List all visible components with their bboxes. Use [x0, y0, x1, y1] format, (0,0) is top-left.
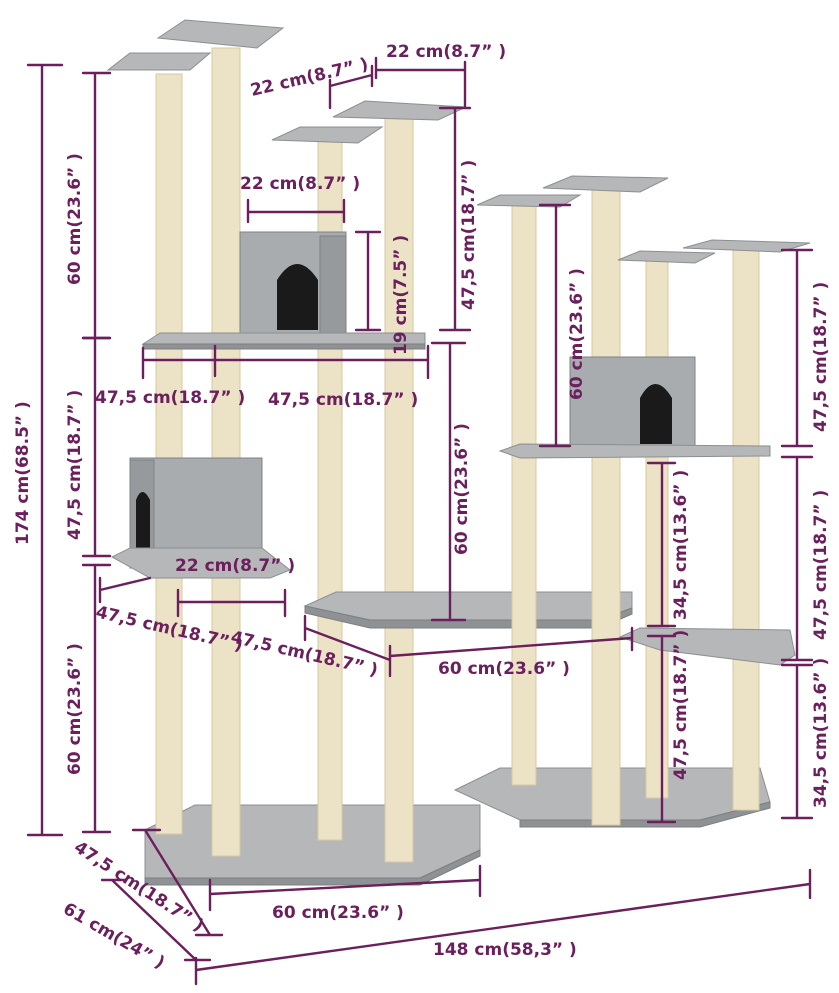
- left-post-d: [384, 115, 414, 863]
- right-post-b: [591, 184, 621, 826]
- label-top-right-post-height: 47,5 cm(18.7” ): [459, 160, 479, 310]
- upper-house-entrance: [277, 264, 318, 330]
- right-post-a: [511, 204, 537, 786]
- right-top-platform-2: [542, 175, 669, 193]
- right-house: [569, 356, 696, 450]
- label-lower-house-width: 22 cm(8.7” ): [175, 556, 295, 576]
- label-far-right-middle: 47,5 cm(18.7” ): [811, 490, 831, 640]
- left-post-a: [155, 73, 183, 835]
- right-post-d: [732, 244, 760, 811]
- label-overall-depth: 61 cm(24” ): [60, 899, 168, 973]
- right-step-shelf: [618, 627, 796, 666]
- upper-shelf-edge: [142, 343, 426, 350]
- label-house-width: 22 cm(8.7” ): [240, 174, 360, 194]
- right-house-entrance: [640, 384, 672, 444]
- right-top-platform-3: [617, 250, 716, 264]
- top-platform-2: [156, 19, 285, 49]
- label-left-lower-height: 60 cm(23.6” ): [65, 643, 85, 775]
- right-upper-shelf: [498, 443, 771, 459]
- upper-house-side: [319, 235, 347, 337]
- label-top-platform-width-a: 22 cm(8.7” ): [249, 54, 371, 101]
- right-post-c: [645, 257, 669, 799]
- label-far-right-bottom: 34,5 cm(13.6” ): [811, 658, 831, 808]
- label-right-tall-post-height: 60 cm(23.6” ): [567, 268, 587, 400]
- label-left-middle-height: 47,5 cm(18.7” ): [65, 390, 85, 540]
- label-center-post-height: 60 cm(23.6” ): [452, 423, 472, 555]
- left-base-edge: [144, 849, 481, 886]
- label-total-height: 174 cm(68.5” ): [13, 401, 33, 545]
- right-tower: [453, 175, 811, 828]
- label-right-step-a: 34,5 cm(13.6” ): [671, 470, 691, 620]
- label-far-right-top: 47,5 cm(18.7” ): [811, 282, 831, 432]
- center-shelf: [303, 591, 633, 621]
- right-top-platform-4: [682, 239, 811, 253]
- label-overall-width: 148 cm(58,3” ): [433, 940, 577, 960]
- top-platform-1: [106, 52, 212, 71]
- right-base-edge: [519, 801, 771, 828]
- label-middle-platform-depth: 47,5 cm(18.7” ): [95, 388, 245, 408]
- top-platform-3: [271, 126, 384, 144]
- left-post-b: [211, 47, 241, 857]
- label-house-height: 19 cm(7.5” ): [391, 235, 411, 355]
- label-middle-platform-width: 47,5 cm(18.7” ): [268, 390, 418, 410]
- label-right-lower-post-height: 47,5 cm(18.7” ): [671, 630, 691, 780]
- left-base-platform: [144, 804, 481, 879]
- label-base-width: 60 cm(23.6” ): [272, 903, 404, 923]
- left-tower: [106, 19, 633, 886]
- label-center-platform-width: 60 cm(23.6” ): [438, 659, 570, 679]
- upper-shelf: [141, 332, 426, 345]
- label-left-upper-height: 60 cm(23.6” ): [65, 153, 85, 285]
- dimension-lines: [26, 56, 814, 986]
- top-platform-4: [332, 100, 467, 121]
- label-top-platform-width-b: 22 cm(8.7” ): [386, 42, 506, 62]
- lower-house-entrance: [136, 492, 150, 560]
